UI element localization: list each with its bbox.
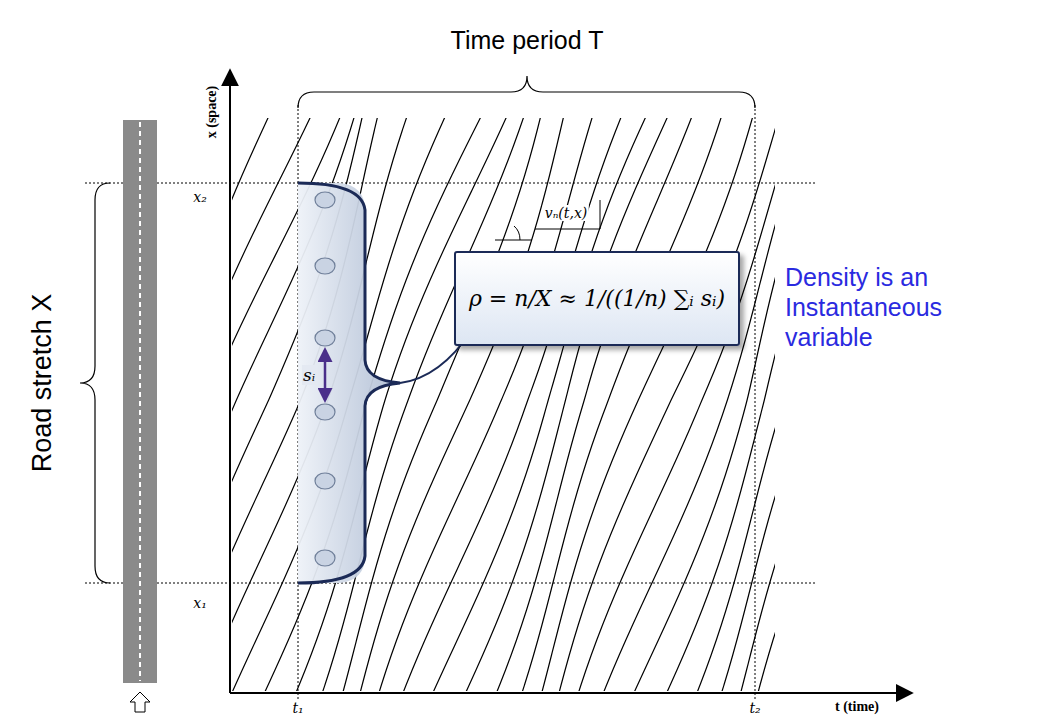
speed-label: vₙ(t,x)	[543, 205, 589, 221]
trajectory	[520, 118, 722, 691]
trajectory	[232, 118, 446, 691]
spacing-arrow	[324, 350, 327, 400]
direction-arrow	[130, 692, 150, 712]
trajectory	[576, 118, 775, 691]
position-label: x₁	[193, 595, 207, 611]
trajectory	[261, 118, 482, 691]
trajectory	[462, 118, 668, 691]
trajectory	[358, 118, 564, 691]
group-brace	[298, 183, 400, 583]
note-text: Density is an Instantaneous variable	[785, 262, 985, 352]
axis-label: t (time)	[835, 699, 879, 715]
trajectory	[694, 118, 775, 691]
trajectory	[494, 118, 693, 691]
reference-lines	[85, 105, 815, 700]
vehicle-group-band	[298, 183, 400, 583]
speed-angle-mark	[495, 200, 600, 240]
vehicle-trajectories	[232, 118, 775, 691]
space-axis	[229, 70, 231, 693]
trajectory	[400, 118, 622, 691]
road-centerline	[139, 122, 141, 681]
trajectory	[756, 118, 775, 691]
period-label: Time period T	[451, 26, 604, 55]
trajectory	[293, 118, 507, 691]
trajectory	[430, 118, 647, 691]
stretch-label: Road stretch X	[27, 294, 58, 473]
trajectory	[377, 118, 593, 691]
time-axis	[230, 692, 912, 694]
vehicles	[315, 192, 335, 566]
trajectory	[663, 118, 775, 691]
trajectory	[719, 118, 775, 691]
road-stretch-brace	[80, 183, 110, 583]
time-label: t₁	[292, 700, 303, 716]
trajectory	[232, 118, 269, 691]
spacing-label: sᵢ	[302, 365, 316, 385]
time-period-brace	[298, 76, 755, 108]
trajectory	[540, 118, 753, 691]
axis-label: x (space)	[204, 86, 220, 139]
trajectory	[232, 118, 407, 691]
road	[123, 120, 157, 683]
trajectory	[601, 118, 775, 691]
formula-text: ρ = n/X ≈ 1/((1/n) ∑ᵢ sᵢ)	[469, 286, 725, 311]
position-label: x₂	[193, 189, 207, 205]
time-label: t₂	[749, 700, 760, 716]
trajectory	[232, 118, 341, 691]
formula-box: ρ = n/X ≈ 1/((1/n) ∑ᵢ sᵢ)	[454, 251, 740, 346]
trajectory	[739, 118, 775, 691]
trajectory	[557, 118, 775, 691]
trajectory	[631, 118, 775, 691]
